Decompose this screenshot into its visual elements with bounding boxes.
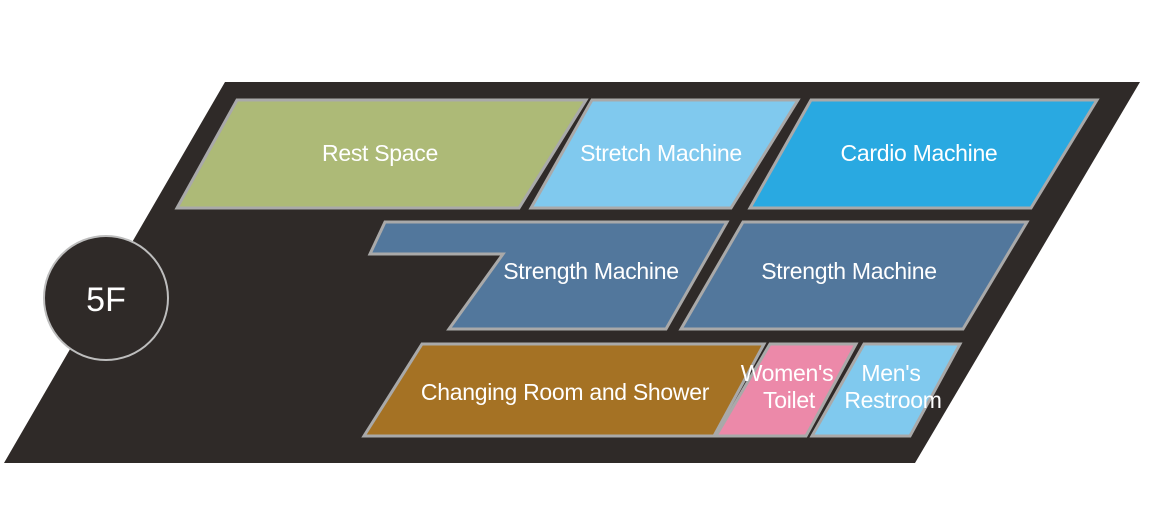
womens-toilet-area bbox=[713, 342, 859, 438]
mens-restroom-label-line1: Men's bbox=[861, 360, 920, 386]
room-strength-machine-left[interactable]: Strength Machine bbox=[367, 220, 730, 331]
floor-badge-circle bbox=[43, 235, 169, 361]
strength-machine-left-area bbox=[367, 220, 730, 331]
floor-badge-label: 5F bbox=[86, 281, 126, 319]
cardio-machine-area bbox=[747, 98, 1100, 210]
stretch-machine-label: Stretch Machine bbox=[580, 140, 742, 166]
strength-machine-right-label: Strength Machine bbox=[761, 258, 936, 284]
mens-restroom-area bbox=[809, 342, 963, 438]
room-strength-machine-right[interactable]: Strength Machine bbox=[678, 220, 1030, 331]
rest-space-label: Rest Space bbox=[322, 140, 438, 166]
changing-room-area bbox=[361, 342, 767, 438]
mens-restroom-label-line2: Restroom bbox=[844, 387, 941, 413]
room-stretch-machine[interactable]: Stretch Machine bbox=[528, 98, 801, 210]
room-rest-space[interactable]: Rest Space bbox=[174, 98, 589, 210]
strength-machine-left-label: Strength Machine bbox=[503, 258, 678, 284]
womens-toilet-label-line2: Toilet bbox=[763, 387, 816, 413]
room-womens-toilet[interactable]: Women's Toilet bbox=[713, 342, 859, 438]
changing-room-label: Changing Room and Shower bbox=[421, 379, 710, 405]
room-mens-restroom[interactable]: Men's Restroom bbox=[809, 342, 963, 438]
womens-toilet-label-line1: Women's bbox=[741, 360, 834, 386]
floor-badge: 5F bbox=[43, 235, 169, 361]
room-cardio-machine[interactable]: Cardio Machine bbox=[747, 98, 1100, 210]
rest-space-area bbox=[174, 98, 589, 210]
cardio-machine-label: Cardio Machine bbox=[841, 140, 998, 166]
strength-machine-right-area bbox=[678, 220, 1030, 331]
room-changing-room-and-shower[interactable]: Changing Room and Shower bbox=[361, 342, 767, 438]
stretch-machine-area bbox=[528, 98, 801, 210]
